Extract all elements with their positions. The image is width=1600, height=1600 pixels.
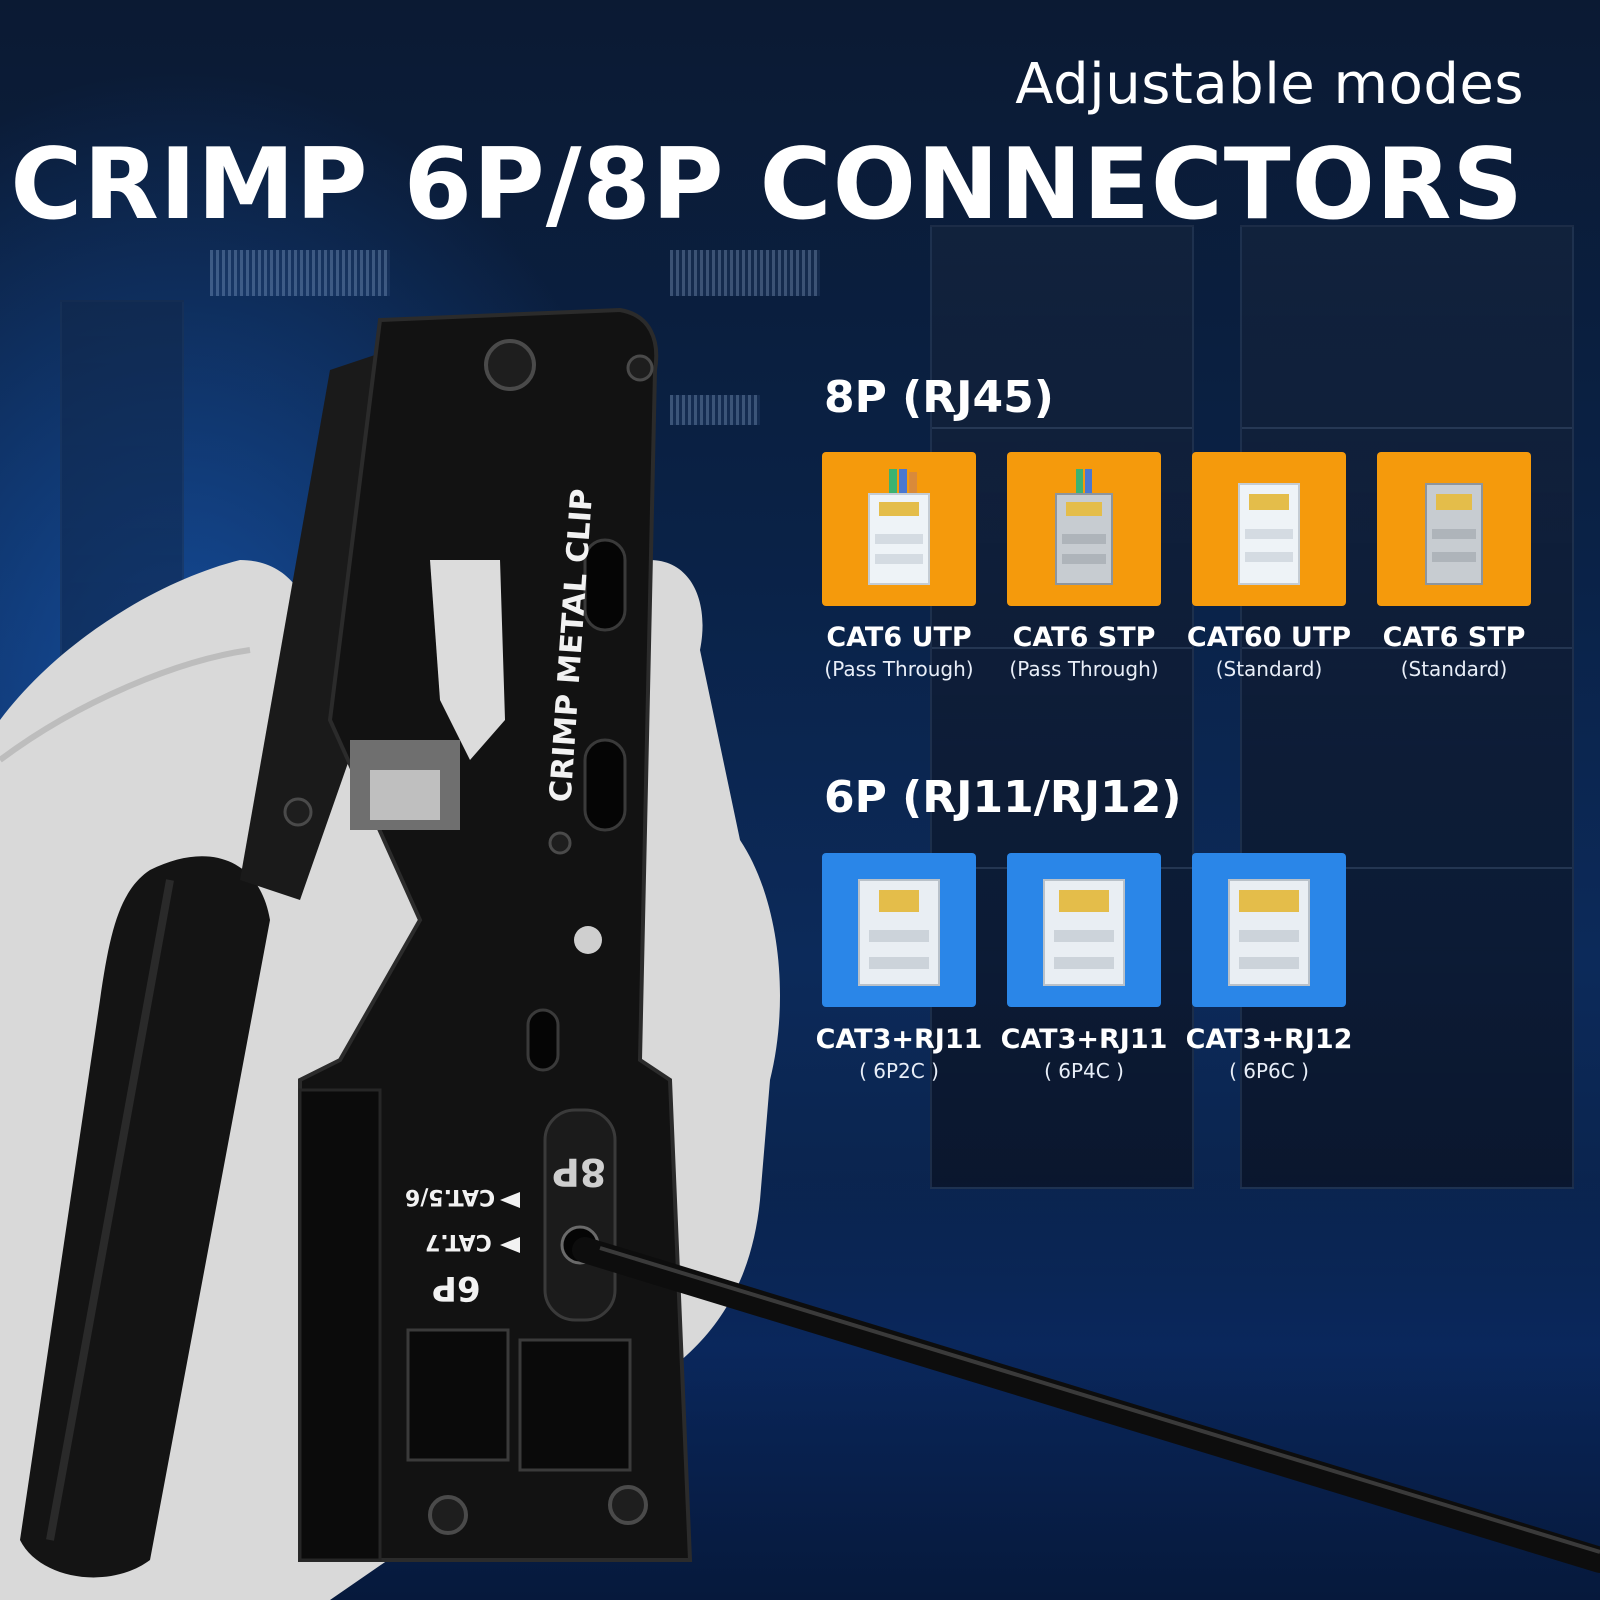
- connector-detail: ( 6P2C ): [859, 1059, 939, 1083]
- group-title-8p: 8P (RJ45): [824, 372, 1054, 423]
- headline-title: CRIMP 6P/8P CONNECTORS: [10, 128, 1524, 242]
- rj11-connector-icon: [858, 879, 940, 986]
- screwdriver-shaft: [572, 1237, 1600, 1573]
- rj45-utp-connector-icon: [868, 469, 930, 585]
- ceiling-light: [210, 250, 390, 296]
- rj45-stp-connector-icon: [1425, 483, 1483, 585]
- connector-label: CAT60 UTP (Standard): [1174, 622, 1364, 681]
- connector-name: CAT60 UTP: [1186, 622, 1352, 653]
- connector-detail: ( 6P6C ): [1229, 1059, 1309, 1083]
- rj45-stp-connector-icon: [1055, 469, 1113, 585]
- connector-label: CAT3+RJ12 ( 6P6C ): [1174, 1024, 1364, 1083]
- connector-label: CAT3+RJ11 ( 6P2C ): [804, 1024, 994, 1083]
- rj11-connector-icon: [1043, 879, 1125, 986]
- port-6p-label: 6P: [432, 1268, 481, 1308]
- rj45-utp-connector-icon: [1238, 483, 1300, 585]
- connector-name: CAT3+RJ11: [815, 1024, 983, 1055]
- connector-tile-cat6-utp-pass: [822, 452, 976, 606]
- connector-label: CAT3+RJ11 ( 6P4C ): [989, 1024, 1179, 1083]
- connector-label: CAT6 UTP (Pass Through): [804, 622, 994, 681]
- connector-tile-cat60-utp-std: [1192, 452, 1346, 606]
- connector-name: CAT6 UTP: [826, 622, 972, 653]
- connector-tile-cat3-rj11-6p4c: [1007, 853, 1161, 1007]
- connector-detail: (Standard): [1215, 657, 1323, 681]
- connector-detail: ( 6P4C ): [1044, 1059, 1124, 1083]
- connector-tile-cat6-stp-pass: [1007, 452, 1161, 606]
- connector-tile-cat3-rj11-6p2c: [822, 853, 976, 1007]
- connector-tile-cat6-stp-std: [1377, 452, 1531, 606]
- headline-subtitle: Adjustable modes: [1015, 52, 1524, 117]
- ceiling-light: [670, 250, 820, 296]
- server-rack: [930, 225, 1194, 1189]
- connector-name: CAT6 STP: [1382, 622, 1526, 653]
- connector-name: CAT3+RJ11: [1000, 1024, 1168, 1055]
- connector-detail: (Pass Through): [824, 657, 974, 681]
- connector-tile-cat3-rj12-6p6c: [1192, 853, 1346, 1007]
- connector-label: CAT6 STP (Pass Through): [989, 622, 1179, 681]
- cat7-mark: CAT.7: [425, 1229, 492, 1254]
- cat56-mark: CAT.5/6: [405, 1184, 496, 1209]
- handle-grip: [20, 856, 270, 1578]
- connector-name: CAT6 STP: [1012, 622, 1156, 653]
- server-rack: [1240, 225, 1574, 1189]
- connector-name: CAT3+RJ12: [1185, 1024, 1353, 1055]
- group-title-6p: 6P (RJ11/RJ12): [824, 772, 1182, 823]
- ceiling-light: [670, 395, 760, 425]
- connector-label: CAT6 STP (Standard): [1359, 622, 1549, 681]
- connector-detail: (Pass Through): [1009, 657, 1159, 681]
- connector-detail: (Standard): [1400, 657, 1508, 681]
- rj12-connector-icon: [1228, 879, 1310, 986]
- port-8p-label: 8P: [552, 1150, 607, 1194]
